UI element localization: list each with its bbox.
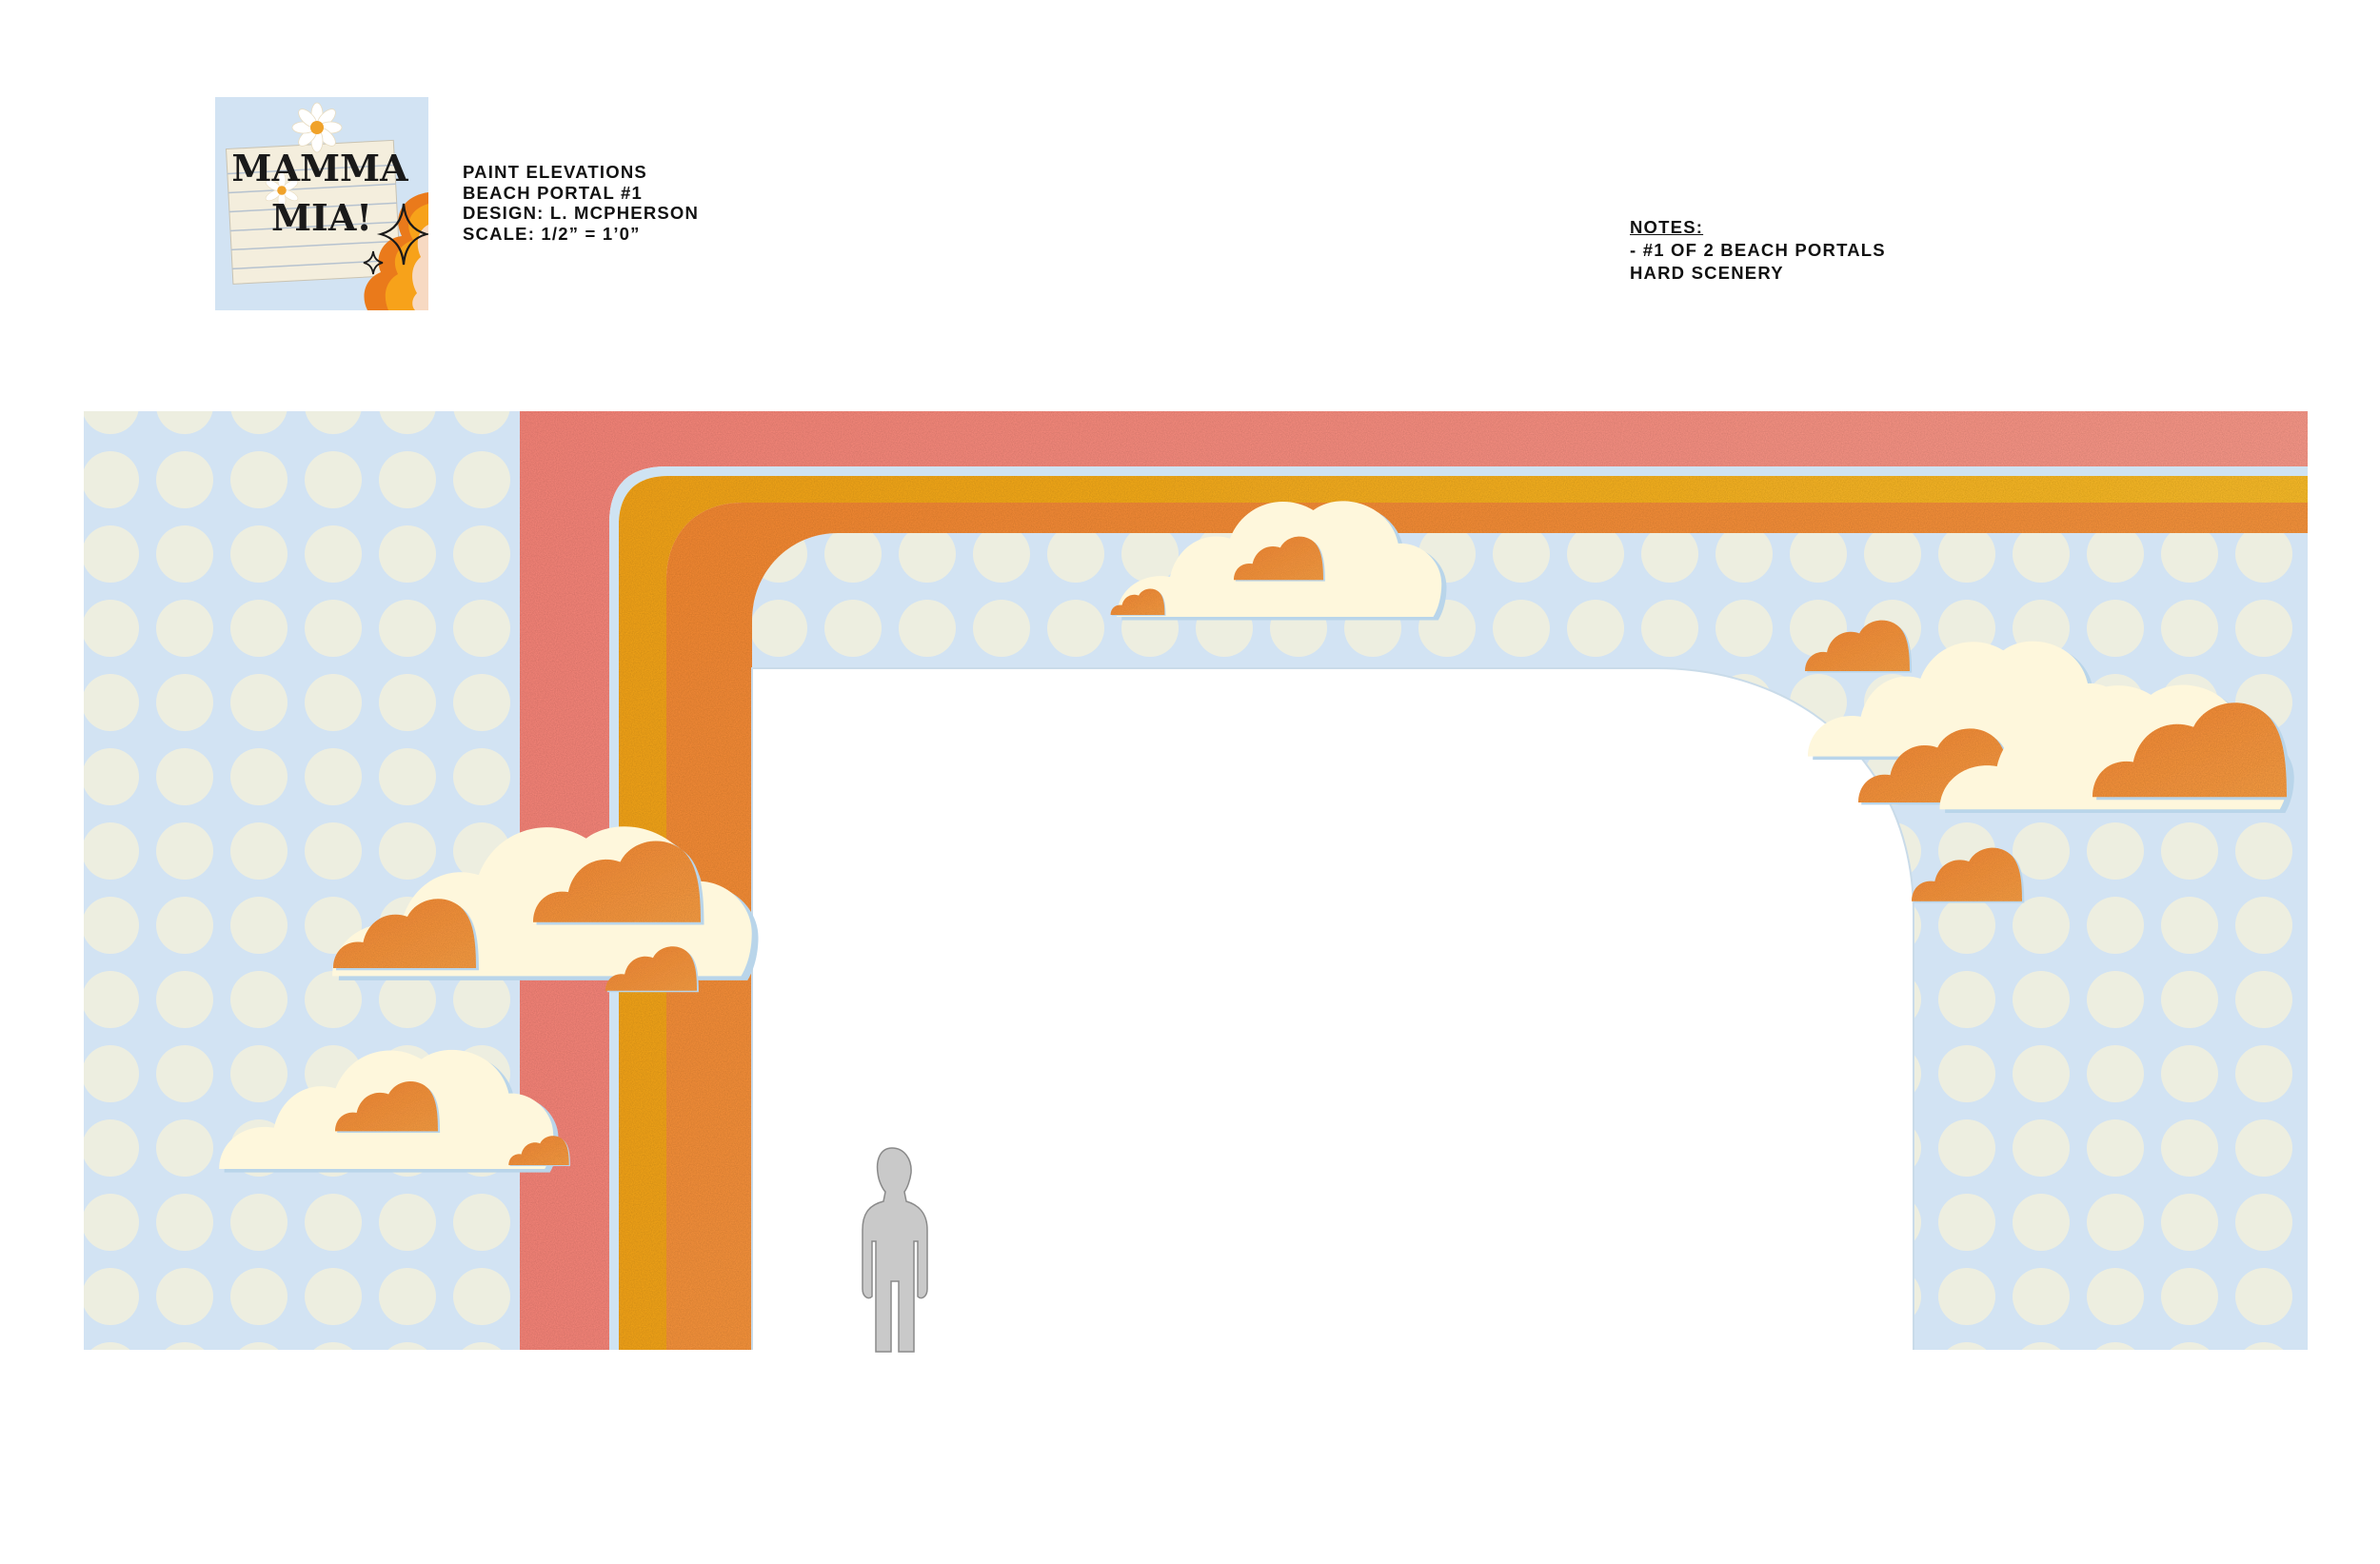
sparkle-icon <box>363 250 384 275</box>
daisy-icon <box>265 171 299 209</box>
logo-title-line1: MAMMA <box>231 147 408 189</box>
note-line: - #1 OF 2 BEACH PORTALS <box>1630 240 1886 260</box>
daisy-icon <box>291 102 343 153</box>
drawing-subtitle: BEACH PORTAL #1 <box>463 182 643 203</box>
mamma-mia-logo: MAMMA MIA! <box>215 97 431 310</box>
note-line: HARD SCENERY <box>1630 263 1784 283</box>
notes-heading: NOTES: <box>1630 217 1704 237</box>
logo-title-line2: MIA! <box>271 196 372 239</box>
human-scale-figure <box>862 1147 928 1353</box>
sparkle-icon <box>376 203 431 266</box>
drawing-scale: SCALE: 1/2” = 1’0” <box>463 223 641 244</box>
notes-block: NOTES: - #1 OF 2 BEACH PORTALS HARD SCEN… <box>1630 216 1886 285</box>
sky-panel <box>752 533 2308 1350</box>
title-block: PAINT ELEVATIONS BEACH PORTAL #1 DESIGN:… <box>463 162 699 244</box>
logo-paper <box>225 139 402 285</box>
logo-artwork: MAMMA MIA! <box>215 97 431 310</box>
drawing-title: PAINT ELEVATIONS <box>463 162 647 182</box>
designer-credit: DESIGN: L. MCPHERSON <box>463 203 700 223</box>
